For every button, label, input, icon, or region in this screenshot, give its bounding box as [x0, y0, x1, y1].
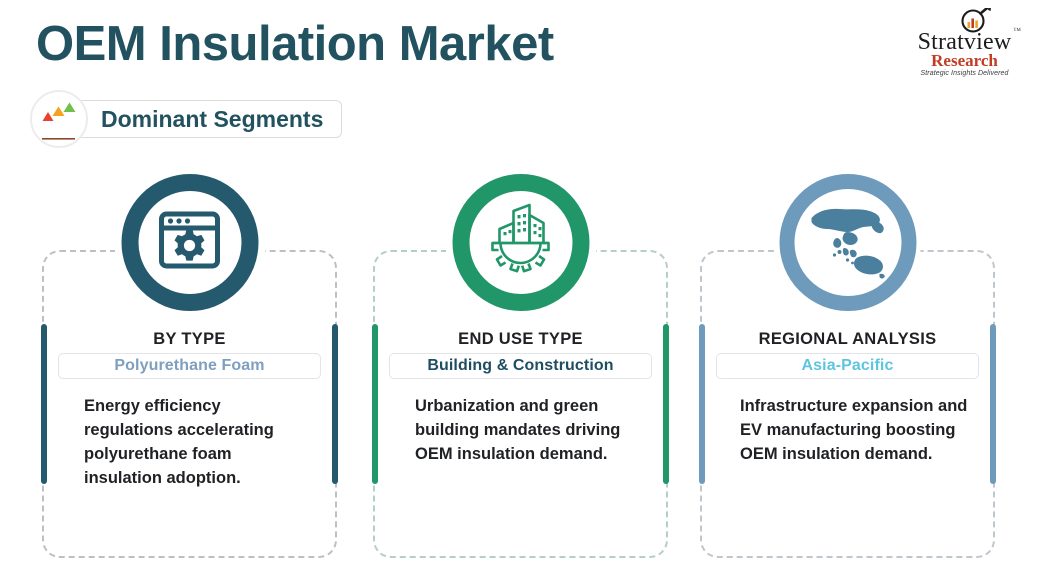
logo-tagline: Strategic Insights Delivered [920, 70, 1009, 77]
card-accent-bar-right [332, 324, 338, 484]
buildings-gear-icon [480, 199, 562, 286]
segment-card-by-type: BY TYPE Polyurethane Foam Energy efficie… [41, 174, 338, 558]
card-heading: REGIONAL ANALYSIS [758, 330, 937, 348]
card-heading: BY TYPE [153, 330, 226, 348]
dominant-segments-badge: Dominant Segments [30, 90, 343, 148]
rising-arrows-badge-circle [30, 90, 88, 148]
card-chip: Building & Construction [389, 353, 652, 379]
card-accent-bar-left [699, 324, 705, 484]
stratview-research-logo: Stratview ™ Research Strategic Insights … [902, 4, 1027, 78]
logo-trademark: ™ [1013, 26, 1021, 35]
card-body-text: Urbanization and green building mandates… [415, 397, 621, 464]
card-body-text: Energy efficiency regulations accelerati… [84, 397, 274, 488]
logo-subtitle: Research [931, 51, 998, 70]
three-rising-arrows-icon [37, 101, 81, 146]
logo-wordmark: Stratview [917, 29, 1012, 55]
page-title: OEM Insulation Market [36, 17, 554, 71]
buildings-gear-icon-circle [452, 174, 589, 311]
card-accent-bar-left [41, 324, 47, 484]
magnifier-bar-chart-icon [958, 4, 992, 43]
asia-pacific-map-icon [804, 198, 892, 287]
segment-card-end-use-type: END USE TYPE Building & Construction Urb… [372, 174, 669, 558]
card-body-text: Infrastructure expansion and EV manufact… [740, 397, 968, 464]
browser-window-gear-icon [152, 202, 228, 283]
card-chip: Asia-Pacific [716, 353, 979, 379]
card-accent-bar-right [990, 324, 996, 484]
badge-label-chip: Dominant Segments [66, 100, 343, 138]
asia-pacific-map-icon-circle [779, 174, 916, 311]
segment-card-regional-analysis: REGIONAL ANALYSIS Asia-Pacific Infrastru… [699, 174, 996, 558]
card-accent-bar-right [663, 324, 669, 484]
segment-cards: BY TYPE Polyurethane Foam Energy efficie… [0, 174, 1037, 565]
browser-window-gear-icon-circle [121, 174, 258, 311]
card-heading: END USE TYPE [458, 330, 583, 348]
card-accent-bar-left [372, 324, 378, 484]
card-chip: Polyurethane Foam [58, 353, 321, 379]
